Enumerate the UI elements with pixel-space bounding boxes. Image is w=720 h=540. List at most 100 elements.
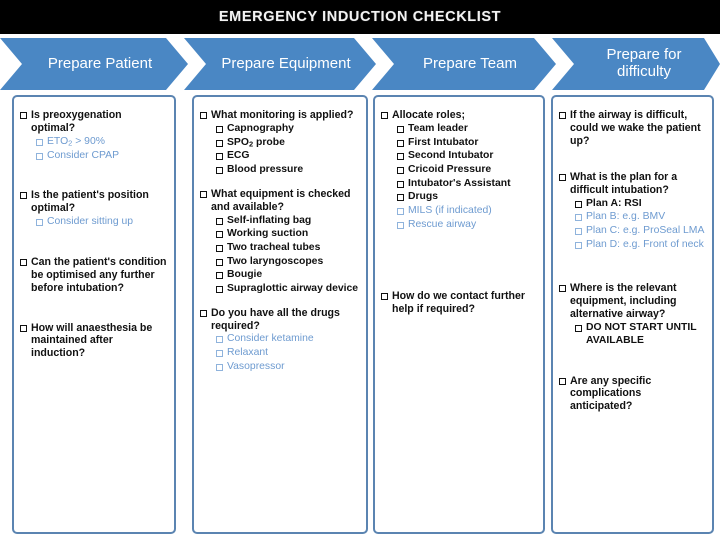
checkbox-icon[interactable] — [216, 258, 223, 266]
checkbox-icon[interactable] — [216, 125, 223, 133]
checklist-item[interactable]: What is the plan for a difficult intubat… — [559, 171, 706, 197]
checklist-subitem[interactable]: Bougie — [200, 269, 360, 282]
checklist-item[interactable]: What equipment is checked and available? — [200, 188, 360, 214]
checklist-item-label: If the airway is difficult, could we wak… — [570, 109, 701, 147]
checklist-subitem[interactable]: Drugs — [381, 191, 537, 204]
checklist-subitem[interactable]: Second Intubator — [381, 150, 537, 163]
checklist-subitem[interactable]: Consider sitting up — [20, 216, 168, 229]
checklist-subitem[interactable]: Vasopressor — [200, 361, 360, 374]
checklist-item-label: What monitoring is applied? — [211, 109, 354, 121]
checklist-subitem[interactable]: Plan B: e.g. BMV — [559, 211, 706, 224]
checklist-subitem[interactable]: SPO2 probe — [200, 137, 360, 150]
checkbox-icon[interactable] — [200, 112, 207, 119]
checklist-subitem[interactable]: Plan C: e.g. ProSeal LMA — [559, 225, 706, 238]
checkbox-icon[interactable] — [381, 293, 388, 301]
checklist-subitem[interactable]: ECG — [200, 150, 360, 163]
stage-arrow-prepare-patient[interactable]: Prepare Patient — [0, 38, 188, 90]
item-spacer — [200, 297, 360, 307]
checklist-item[interactable]: Are any specific complications anticipat… — [559, 375, 706, 414]
checklist-item[interactable]: Do you have all the drugs required? — [200, 307, 360, 333]
checkbox-icon[interactable] — [216, 217, 223, 225]
checklist-item-label: What is the plan for a difficult intubat… — [570, 170, 678, 196]
checklist-item[interactable]: Where is the relevant equipment, includi… — [559, 282, 706, 321]
checkbox-icon[interactable] — [575, 200, 582, 208]
checkbox-icon[interactable] — [20, 112, 27, 119]
checklist-item[interactable]: How do we contact further help if requir… — [381, 290, 537, 316]
checkbox-icon[interactable] — [216, 363, 223, 371]
checkbox-icon[interactable] — [397, 194, 404, 202]
checklist-subitem[interactable]: Cricoid Pressure — [381, 164, 537, 177]
checklist-item[interactable]: Can the patient's condition be optimised… — [20, 256, 168, 295]
checklist-subitem[interactable]: Rescue airway — [381, 219, 537, 232]
checkbox-icon[interactable] — [216, 166, 223, 174]
checklist-subitem[interactable]: Capnography — [200, 123, 360, 136]
checklist-subitem[interactable]: Blood pressure — [200, 164, 360, 177]
checklist-item-label: Relaxant — [227, 347, 269, 359]
checkbox-icon[interactable] — [216, 153, 223, 161]
checkbox-icon[interactable] — [216, 350, 223, 358]
checklist-subitem[interactable]: Supraglottic airway device — [200, 283, 360, 296]
checklist-item-label: Intubator's Assistant — [408, 177, 511, 189]
checkbox-icon[interactable] — [559, 173, 566, 181]
checklist-item-label: How do we contact further help if requir… — [392, 290, 526, 316]
checkbox-icon[interactable] — [216, 285, 223, 293]
checkbox-icon[interactable] — [397, 180, 404, 188]
checkbox-icon[interactable] — [36, 152, 43, 160]
checklist-subitem[interactable]: Consider ketamine — [200, 333, 360, 346]
checkbox-icon[interactable] — [575, 227, 582, 235]
checkbox-icon[interactable] — [559, 112, 566, 119]
checkbox-icon[interactable] — [397, 153, 404, 161]
checklist-title-bar: EMERGENCY INDUCTION CHECKLIST — [0, 0, 720, 34]
checklist-subitem[interactable]: Intubator's Assistant — [381, 178, 537, 191]
checkbox-icon[interactable] — [397, 139, 404, 147]
checklist-item[interactable]: Is the patient's position optimal? — [20, 189, 168, 215]
checkbox-icon[interactable] — [216, 231, 223, 239]
checkbox-icon[interactable] — [397, 208, 404, 216]
checkbox-icon[interactable] — [20, 324, 27, 332]
stage-arrow-prepare-team[interactable]: Prepare Team — [372, 38, 556, 90]
checklist-subitem[interactable]: Consider CPAP — [20, 150, 168, 163]
checkbox-icon[interactable] — [559, 377, 566, 385]
checkbox-icon[interactable] — [397, 125, 404, 133]
checklist-item[interactable]: How will anaesthesia be maintained after… — [20, 322, 168, 361]
checkbox-icon[interactable] — [20, 258, 27, 266]
checkbox-icon[interactable] — [397, 166, 404, 174]
checklist-subitem[interactable]: Two tracheal tubes — [200, 242, 360, 255]
checklist-subitem[interactable]: Plan D: e.g. Front of neck — [559, 239, 706, 252]
checkbox-icon[interactable] — [575, 241, 582, 249]
checklist-item-label: Cricoid Pressure — [408, 163, 492, 175]
checklist-item[interactable]: If the airway is difficult, could we wak… — [559, 109, 706, 148]
checkbox-icon[interactable] — [216, 272, 223, 280]
checklist-subitem[interactable]: MILS (if indicated) — [381, 205, 537, 218]
checklist-subitem[interactable]: Working suction — [200, 228, 360, 241]
checklist-subitem[interactable]: ETO2 > 90% — [20, 136, 168, 149]
checklist-subitem[interactable]: Relaxant — [200, 347, 360, 360]
checkbox-icon[interactable] — [397, 221, 404, 229]
checklist-subitem[interactable]: DO NOT START UNTIL AVAILABLE — [559, 322, 706, 347]
checkbox-icon[interactable] — [575, 325, 582, 333]
checklist-subitem[interactable]: Team leader — [381, 123, 537, 136]
checkbox-icon[interactable] — [216, 139, 223, 147]
checkbox-icon[interactable] — [36, 138, 43, 146]
checkbox-icon[interactable] — [20, 192, 27, 200]
checklist-item[interactable]: What monitoring is applied? — [200, 109, 360, 122]
checklist-item-label: Two laryngoscopes — [227, 255, 324, 267]
checkbox-icon[interactable] — [381, 112, 388, 119]
checklist-item[interactable]: Is preoxygenation optimal? — [20, 109, 168, 135]
stage-arrow-prepare-for-difficulty[interactable]: Prepare for difficulty — [552, 38, 720, 90]
checklist-subitem[interactable]: Plan A: RSI — [559, 198, 706, 211]
checkbox-icon[interactable] — [216, 244, 223, 252]
checkbox-icon[interactable] — [200, 309, 207, 317]
checklist-subitem[interactable]: Self-inflating bag — [200, 215, 360, 228]
item-spacer — [559, 252, 706, 282]
checklist-subitem[interactable]: First Intubator — [381, 137, 537, 150]
stage-arrow-prepare-equipment[interactable]: Prepare Equipment — [184, 38, 376, 90]
checkbox-icon[interactable] — [559, 285, 566, 293]
item-spacer — [381, 232, 537, 290]
checkbox-icon[interactable] — [36, 219, 43, 227]
checklist-subitem[interactable]: Two laryngoscopes — [200, 256, 360, 269]
checkbox-icon[interactable] — [200, 190, 207, 198]
checkbox-icon[interactable] — [216, 336, 223, 344]
checkbox-icon[interactable] — [575, 214, 582, 222]
checklist-item[interactable]: Allocate roles; — [381, 109, 537, 122]
